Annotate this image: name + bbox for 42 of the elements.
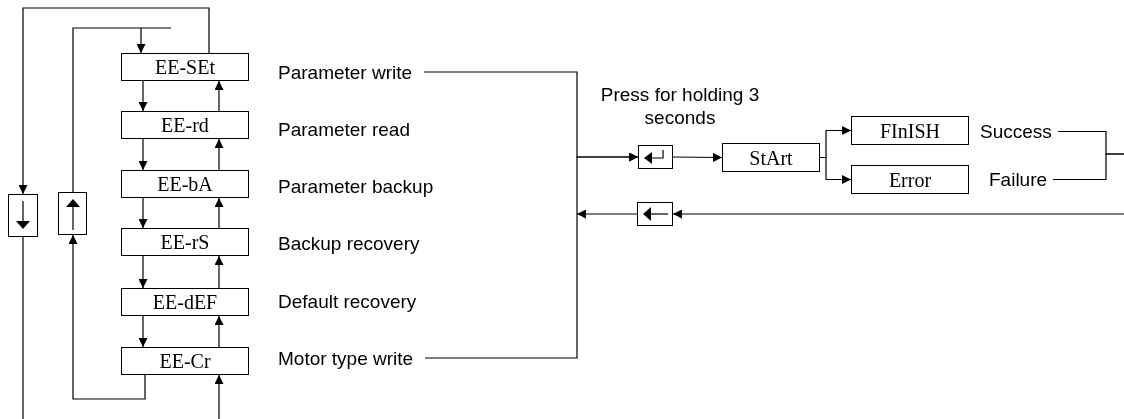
display-box: EE-rS [121, 228, 249, 256]
display-box: EE-rd [121, 111, 249, 139]
arrow [672, 209, 1124, 219]
arrow [138, 197, 148, 229]
arrow [18, 7, 210, 195]
menu-description: Parameter write [278, 58, 413, 86]
arrow [424, 152, 639, 359]
arrow [214, 197, 224, 229]
arrow [576, 209, 638, 219]
display-box: EE-dEF [121, 288, 249, 316]
display-box: FInISH [851, 116, 969, 145]
display-box: StArt [722, 143, 820, 172]
display-box: EE-SEt [121, 53, 249, 81]
display-box: EE-Cr [121, 347, 249, 375]
status-text: Success [980, 117, 1052, 146]
arrow [214, 315, 224, 348]
status-text: Failure [989, 165, 1048, 194]
arrow [138, 80, 148, 112]
menu-description: Motor type write [278, 344, 414, 372]
down-key [8, 194, 38, 237]
arrow [138, 138, 148, 171]
menu-description: Default recovery [278, 287, 417, 315]
arrow [214, 80, 224, 112]
menu-description: Parameter backup [278, 172, 434, 200]
display-box: EE-bA [121, 170, 249, 198]
back-key [637, 202, 673, 226]
arrow [138, 255, 148, 289]
menu-description: Backup recovery [278, 229, 420, 257]
enter-key [638, 145, 673, 169]
arrow [672, 152, 723, 162]
edge-label: Press for holding 3 seconds [599, 83, 761, 129]
arrow [214, 255, 224, 289]
connector-line [22, 236, 24, 419]
up-key [58, 192, 87, 235]
arrow [68, 234, 146, 400]
menu-description: Parameter read [278, 115, 410, 143]
arrow [214, 138, 224, 171]
connector-line [1052, 153, 1124, 181]
display-box: Error [851, 165, 969, 194]
arrow [138, 315, 148, 348]
arrow [214, 374, 224, 419]
arrow [72, 27, 172, 193]
